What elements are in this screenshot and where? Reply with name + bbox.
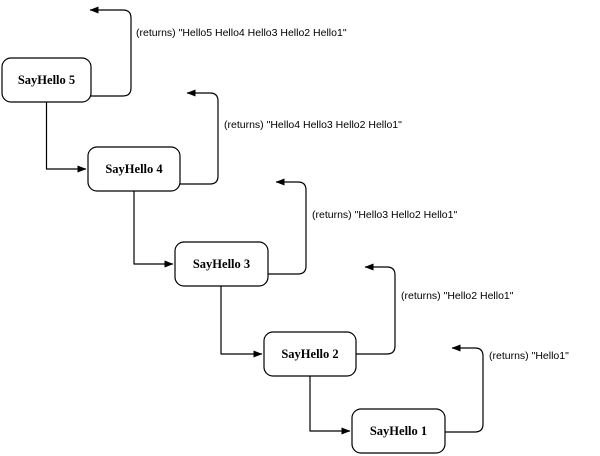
return-label-sayhello1: (returns) "Hello1" — [489, 350, 569, 362]
node-sayhello3[interactable]: SayHello 3 — [174, 241, 269, 287]
return-label-sayhello5: (returns) "Hello5 Hello4 Hello3 Hello2 H… — [136, 27, 347, 39]
node-box-sayhello5[interactable] — [1, 57, 92, 103]
return-label-sayhello3: (returns) "Hello3 Hello2 Hello1" — [312, 209, 458, 221]
call-arrow-2-to-1 — [309, 376, 351, 435]
call-arrow-5-to-4 — [45, 102, 87, 173]
node-label-sayhello1: SayHello 1 — [370, 424, 427, 438]
node-box-sayhello2[interactable] — [263, 331, 357, 377]
node-box-sayhello3[interactable] — [174, 241, 269, 287]
node-label-sayhello3: SayHello 3 — [193, 257, 250, 271]
node-box-sayhello4[interactable] — [87, 146, 181, 192]
return-arrow-sayhello3 — [268, 178, 307, 275]
call-edges — [45, 102, 351, 435]
node-box-sayhello1[interactable] — [351, 408, 446, 454]
node-label-sayhello4: SayHello 4 — [105, 162, 163, 176]
node-sayhello5[interactable]: SayHello 5 — [1, 57, 92, 103]
return-arrow-sayhello5 — [89, 6, 132, 97]
return-edges — [89, 6, 484, 433]
node-sayhello2[interactable]: SayHello 2 — [263, 331, 357, 377]
node-label-sayhello5: SayHello 5 — [18, 73, 75, 87]
return-label-sayhello2: (returns) "Hello2 Hello1" — [401, 290, 514, 302]
call-arrow-3-to-2 — [220, 286, 263, 358]
return-label-sayhello4: (returns) "Hello4 Hello3 Hello2 Hello1" — [224, 119, 402, 131]
call-arrow-4-to-3 — [133, 191, 174, 268]
node-sayhello1[interactable]: SayHello 1 — [351, 408, 446, 454]
node-label-sayhello2: SayHello 2 — [281, 347, 338, 361]
return-arrow-sayhello2 — [356, 263, 396, 355]
node-sayhello4[interactable]: SayHello 4 — [87, 146, 181, 192]
return-arrow-sayhello4 — [180, 89, 219, 185]
return-arrow-sayhello1 — [445, 344, 484, 433]
